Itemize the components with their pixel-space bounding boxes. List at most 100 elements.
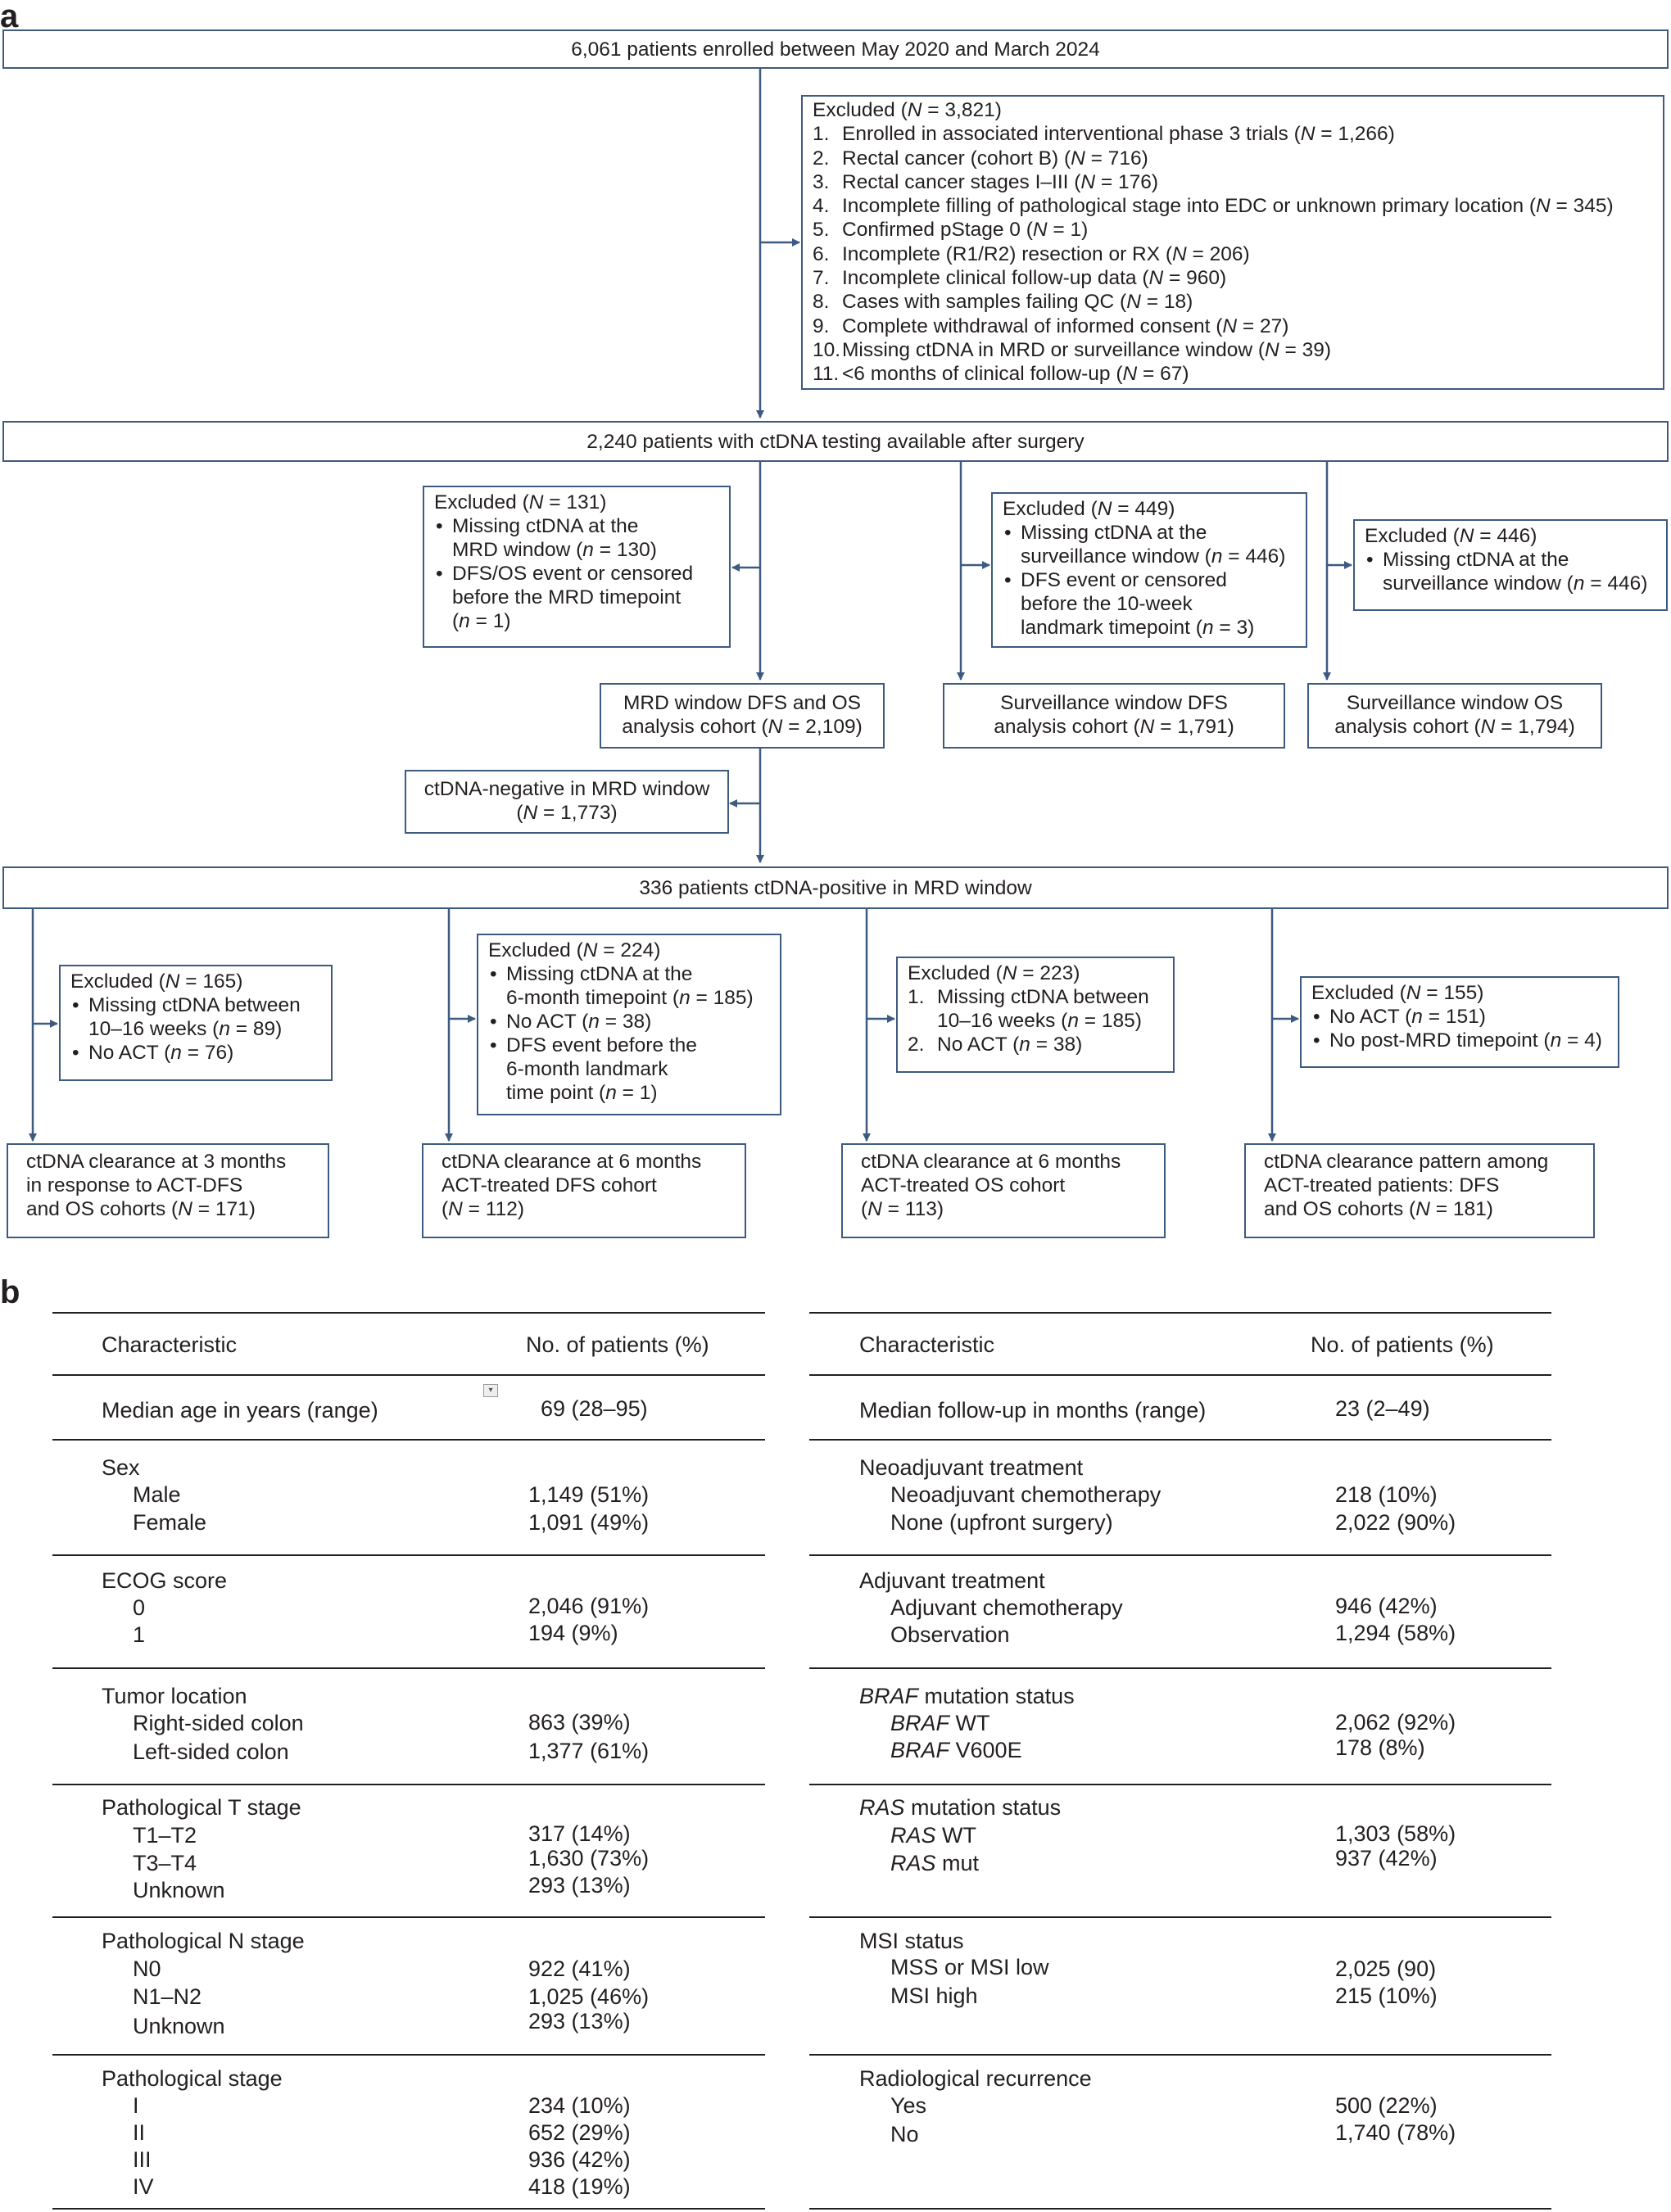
row-value: 1,149 (51%) (528, 1482, 650, 1507)
exclusion-item: 3.Rectal cancer stages I–III (N = 176) (813, 170, 1159, 193)
dropdown-icon[interactable]: ▾ (483, 1384, 498, 1397)
row-label: Neoadjuvant chemotherapy (890, 1482, 1162, 1507)
section-label: Pathological N stage (102, 1929, 305, 1953)
col-header-characteristic: Characteristic (102, 1332, 238, 1357)
row-value: 23 (2–49) (1335, 1396, 1430, 1421)
excluded-165-box: Excluded (N = 165) Missing ctDNA between… (59, 965, 333, 1081)
section-label: MSI status (859, 1929, 964, 1953)
row-value: 922 (41%) (528, 1956, 631, 1981)
row-label: 1 (133, 1622, 146, 1647)
exclusion-item: 8.Cases with samples failing QC (N = 18) (813, 291, 1193, 314)
row-value: 863 (39%) (528, 1710, 631, 1735)
col-header-patients: No. of patients (%) (1311, 1332, 1494, 1357)
excluded-449-box: Excluded (N = 449) Missing ctDNA at thes… (991, 492, 1307, 648)
excluded-3821-box: Excluded (N = 3,821) 1.Enrolled in assoc… (801, 95, 1664, 390)
table-rule (809, 1667, 1551, 1669)
row-value: 1,377 (61%) (528, 1739, 650, 1763)
exclusion-item: 1.Enrolled in associated interventional … (813, 123, 1395, 146)
section-label: ECOG score (102, 1568, 228, 1593)
table-rule (809, 2208, 1551, 2210)
row-value: 937 (42%) (1335, 1846, 1438, 1870)
row-label: T1–T2 (133, 1823, 197, 1848)
col-header-patients: No. of patients (%) (526, 1332, 709, 1357)
row-label: Yes (890, 2093, 927, 2118)
table-rule (52, 1439, 765, 1441)
row-label: MSI high (890, 1984, 978, 2008)
row-label: Unknown (133, 2014, 225, 2038)
table-rule (809, 1439, 1551, 1441)
table-rule (52, 1667, 765, 1669)
row-label: T3–T4 (133, 1851, 197, 1875)
section-label: Radiological recurrence (859, 2066, 1092, 2091)
row-value: 1,303 (58%) (1335, 1821, 1456, 1846)
row-value: 1,091 (49%) (528, 1510, 650, 1535)
exclusion-item: 11.<6 months of clinical follow-up (N = … (813, 363, 1189, 386)
row-value: 293 (13%) (528, 2009, 631, 2033)
row-value: 317 (14%) (528, 1821, 631, 1846)
table-rule (809, 1312, 1551, 1314)
row-label: Male (133, 1482, 181, 1507)
section-label: RAS mutation status (859, 1795, 1062, 1820)
section-label: BRAF mutation status (859, 1684, 1075, 1708)
row-label: BRAF WT (890, 1711, 990, 1735)
row-value: 652 (29%) (528, 2120, 631, 2145)
table-rule (809, 1784, 1551, 1785)
row-label: III (133, 2147, 152, 2172)
row-label: N0 (133, 1956, 161, 1981)
section-label: Sex (102, 1455, 140, 1480)
row-label: I (133, 2093, 139, 2118)
table-rule (809, 1554, 1551, 1556)
row-value: 1,630 (73%) (528, 1846, 650, 1870)
ctdna-positive-box: 336 patients ctDNA-positive in MRD windo… (2, 866, 1669, 909)
surveillance-os-cohort-box: Surveillance window OS analysis cohort (… (1307, 683, 1602, 749)
excluded-131-box: Excluded (N = 131) Missing ctDNA at theM… (423, 486, 731, 648)
table-rule (809, 1916, 1551, 1918)
row-label: Adjuvant chemotherapy (890, 1595, 1123, 1620)
row-value: 1,294 (58%) (1335, 1621, 1456, 1645)
section-label: Pathological T stage (102, 1795, 301, 1820)
mrd-cohort-box: MRD window DFS and OS analysis cohort (N… (600, 683, 885, 749)
row-value: 69 (28–95) (541, 1396, 648, 1421)
table-rule (52, 2054, 765, 2056)
row-value: 194 (9%) (528, 1621, 618, 1645)
excluded-title: Excluded (N = 3,821) (813, 99, 1002, 121)
flowchart-connectors (29, 69, 1352, 1142)
surveillance-dfs-cohort-box: Surveillance window DFS analysis cohort … (943, 683, 1285, 749)
row-value: 418 (19%) (528, 2174, 631, 2199)
excluded-223-box: Excluded (N = 223) 1.Missing ctDNA betwe… (896, 957, 1175, 1073)
section-label: Neoadjuvant treatment (859, 1455, 1084, 1480)
row-label: Right-sided colon (133, 1711, 304, 1735)
table-rule (809, 1374, 1551, 1376)
table-rule (52, 2208, 765, 2210)
row-value: 218 (10%) (1335, 1482, 1438, 1507)
row-value: 500 (22%) (1335, 2093, 1438, 2118)
row-label: Median follow-up in months (range) (859, 1398, 1207, 1423)
row-value: 2,046 (91%) (528, 1594, 650, 1618)
row-label: No (890, 2122, 919, 2146)
exclusion-item: 7.Incomplete clinical follow-up data (N … (813, 267, 1227, 290)
row-label: Unknown (133, 1878, 225, 1902)
exclusion-item: 5.Confirmed pStage 0 (N = 1) (813, 219, 1089, 242)
exclusion-item: 4.Incomplete filling of pathological sta… (813, 195, 1614, 218)
panel-label-b: b (0, 1274, 20, 1310)
exclusion-item: 10.Missing ctDNA in MRD or surveillance … (813, 338, 1332, 361)
table-rule (52, 1784, 765, 1785)
row-label: 0 (133, 1595, 146, 1620)
row-label: MSS or MSI low (890, 1955, 1049, 1979)
row-label: BRAF V600E (890, 1738, 1022, 1762)
row-value: 946 (42%) (1335, 1594, 1438, 1618)
section-label: Adjuvant treatment (859, 1568, 1045, 1593)
excluded-155-box: Excluded (N = 155) No ACT (n = 151) No p… (1300, 976, 1619, 1068)
row-label: N1–N2 (133, 1984, 202, 2009)
row-value: 1,025 (46%) (528, 1984, 650, 2009)
exclusion-item: 6.Incomplete (R1/R2) resection or RX (N … (813, 242, 1250, 265)
row-label: RAS mut (890, 1851, 980, 1875)
row-value: 2,022 (90%) (1335, 1510, 1456, 1535)
ctdna-negative-box: ctDNA-negative in MRD window (N = 1,773) (405, 770, 729, 834)
table-rule (809, 2054, 1551, 2056)
